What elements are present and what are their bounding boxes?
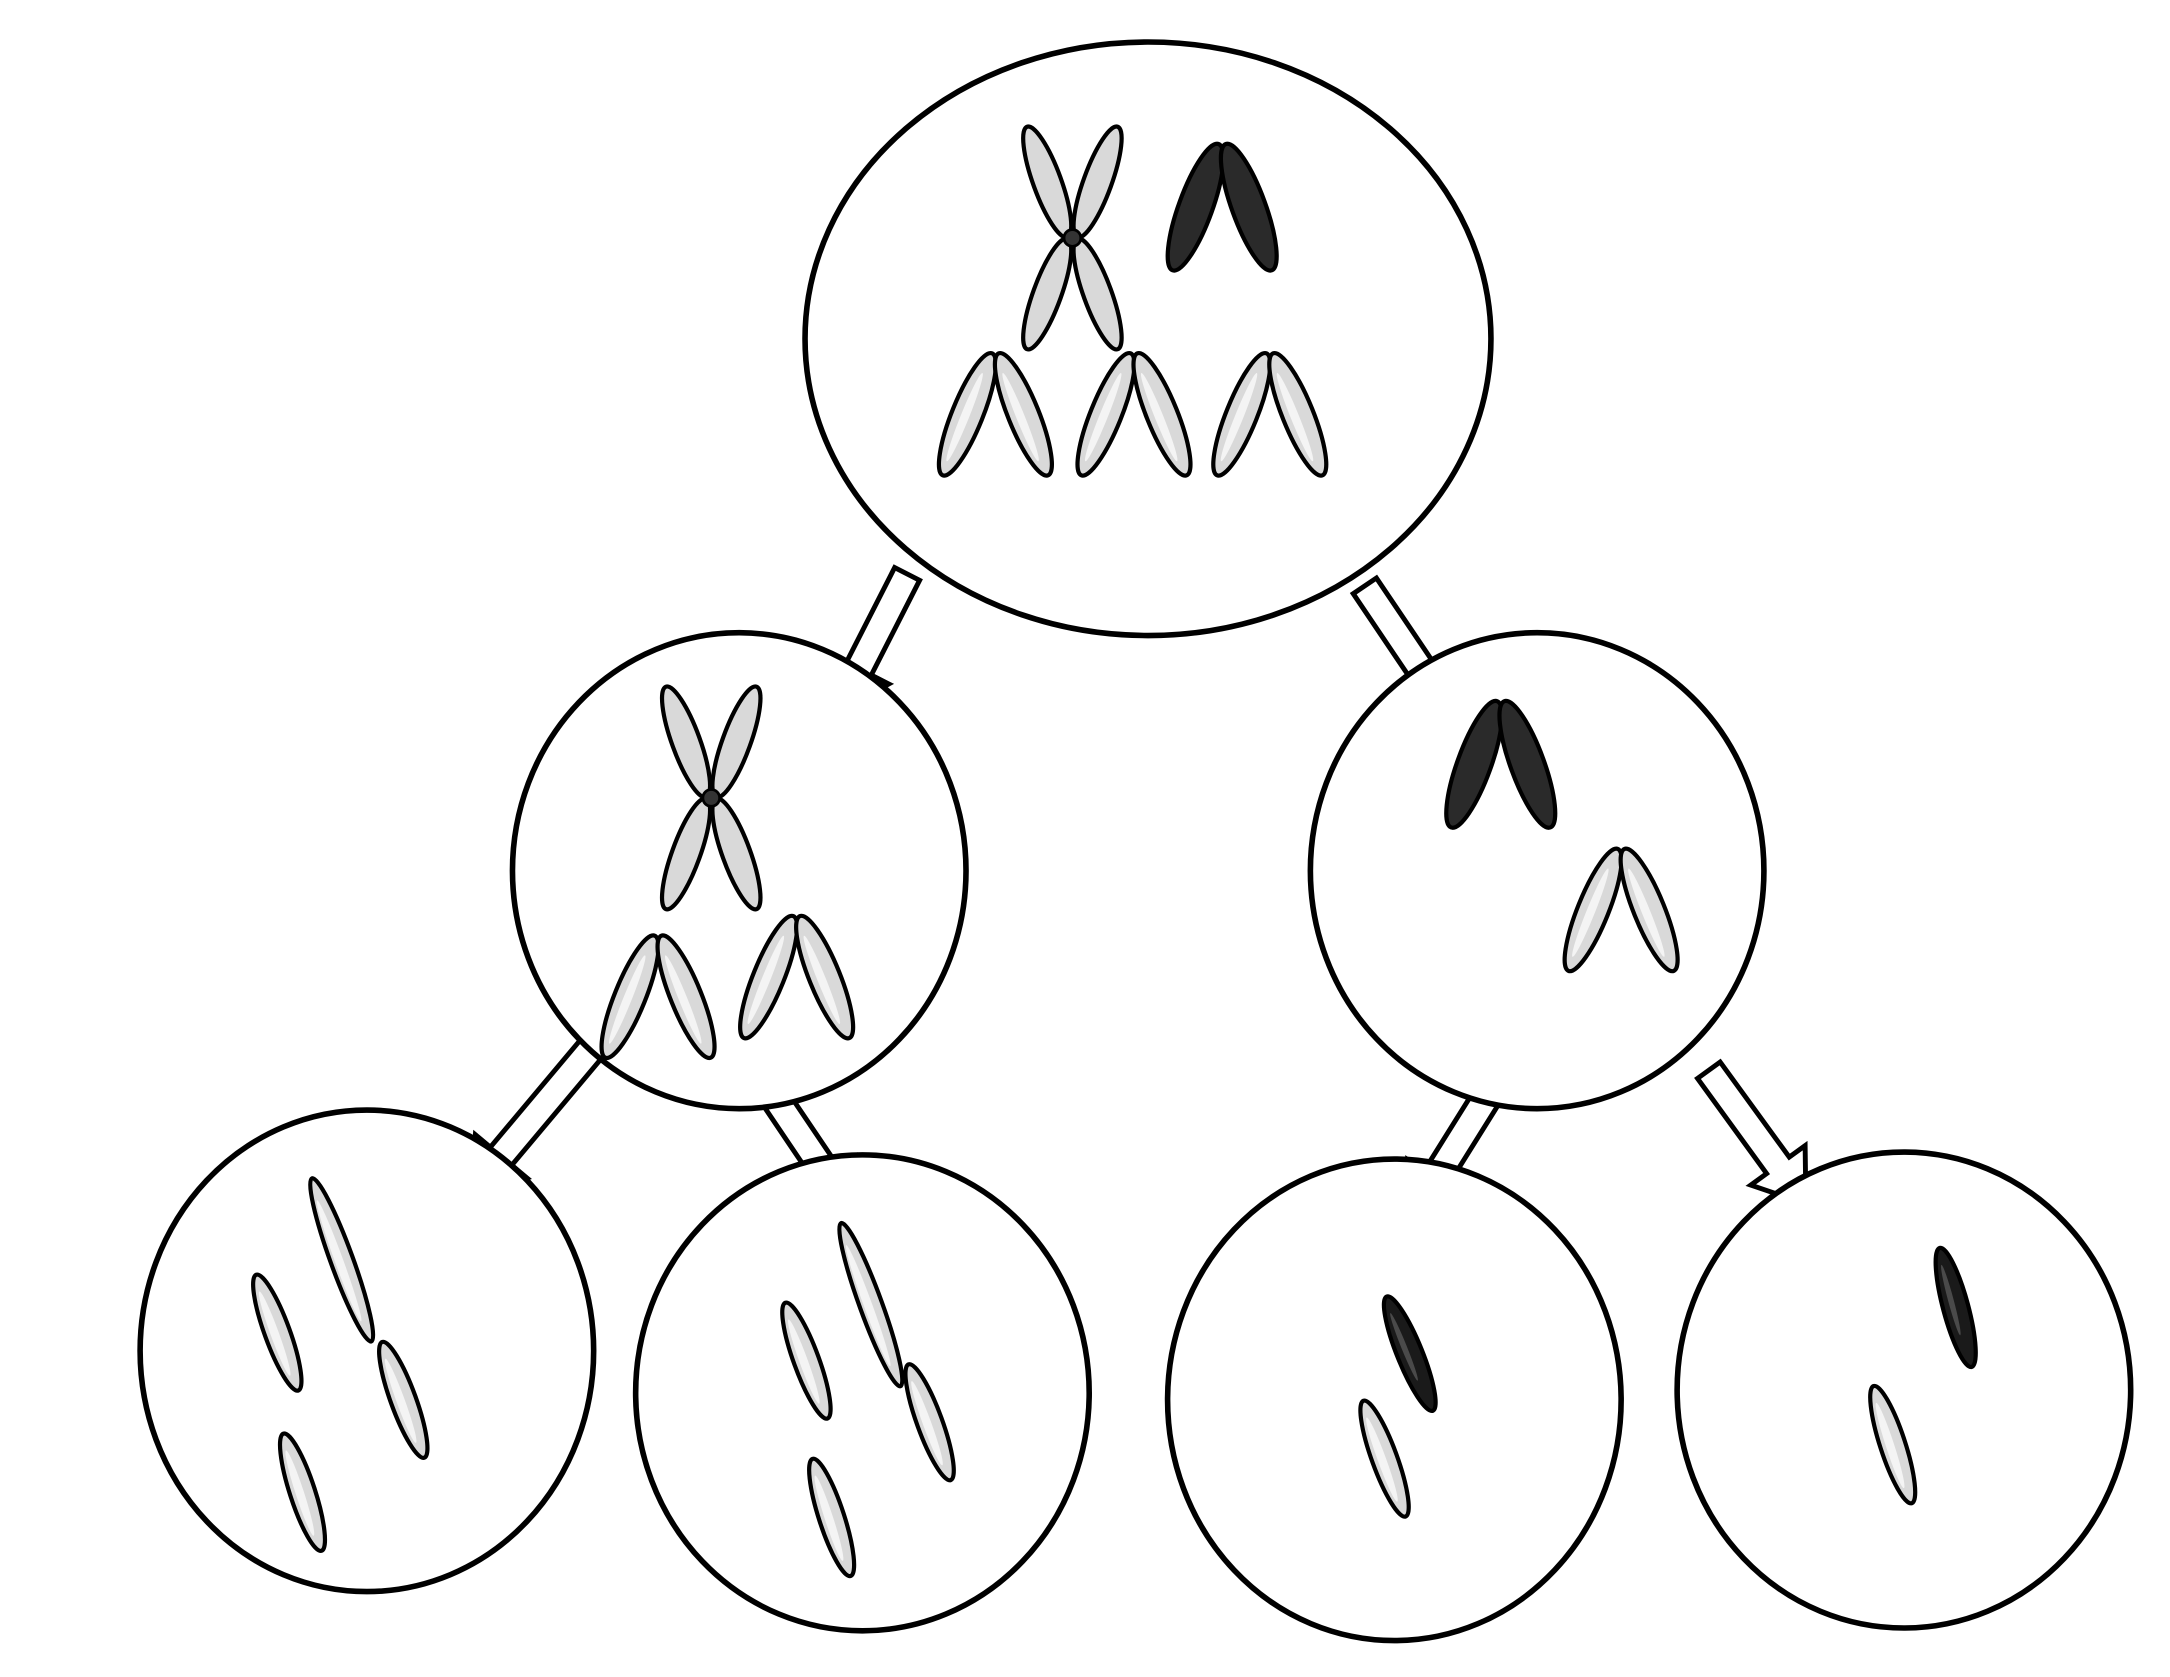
- grand-cell-4: [1674, 1149, 2134, 1631]
- daughter-cell-left: [509, 629, 969, 1112]
- grand-cell-1: [137, 1107, 597, 1595]
- grand-cell-2: [632, 1152, 1092, 1634]
- grand-cell-3: [1164, 1156, 1624, 1644]
- parent-cell: [802, 39, 1494, 639]
- daughter-cell-right: [1307, 629, 1767, 1112]
